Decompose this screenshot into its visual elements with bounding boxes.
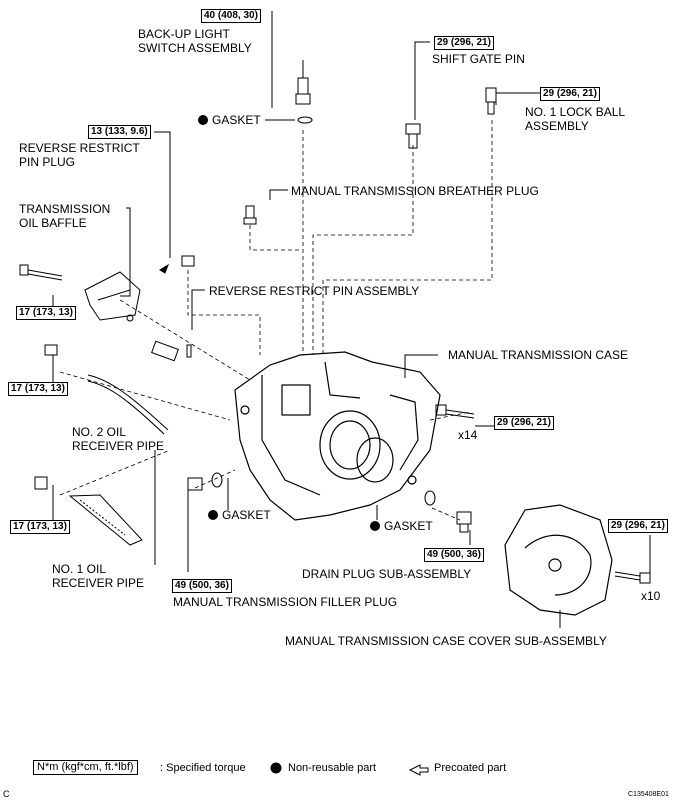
callout-gasket-top: GASKET (198, 113, 261, 127)
reverse-plug-part (159, 255, 195, 274)
breather-plug-part (243, 205, 257, 225)
nonreusable-dot-icon (208, 510, 218, 520)
lock-ball-part (485, 87, 497, 115)
torque-baffle-bolt: 17 (173, 13) (16, 306, 76, 320)
legend-precoated: Precoated part (434, 762, 507, 774)
callout-filler-plug: MANUAL TRANSMISSION FILLER PLUG (173, 595, 398, 609)
no2-oil-pipe-part (44, 344, 169, 435)
torque-no2-pipe-bolt: 17 (173, 13) (8, 382, 68, 396)
callout-reverse-restrict-pin: REVERSE RESTRICT PIN ASSEMBLY (209, 284, 420, 298)
torque-reverse-plug: 13 (133, 9.6) (88, 125, 151, 139)
nonreusable-dot-icon (370, 521, 380, 531)
callout-case-cover: MANUAL TRANSMISSION CASE COVER SUB-ASSEM… (285, 634, 607, 648)
legend-torque-unit: N*m (kgf*cm, ft.*lbf) (33, 760, 138, 775)
callout-gasket-left: GASKET (208, 508, 271, 522)
oil-baffle-part (84, 271, 141, 322)
legend-torque-desc: : Specified torque (160, 762, 246, 774)
torque-backup-switch: 40 (408, 30) (201, 9, 261, 23)
figure-id: C135408E01 (628, 791, 669, 798)
callout-drain-plug: DRAIN PLUG SUB-ASSEMBLY (302, 567, 472, 581)
baffle-bolt-part (19, 264, 63, 281)
callout-transmission-case: MANUAL TRANSMISSION CASE (448, 348, 629, 362)
transmission-case-part (234, 351, 441, 521)
assembly-lines (59, 120, 493, 521)
callout-lock-ball: NO. 1 LOCK BALL ASSEMBLY (525, 105, 626, 133)
filler-plug-part (187, 472, 223, 491)
torque-lock-ball: 29 (296, 21) (540, 87, 600, 101)
callout-reverse-restrict-pin-plug: REVERSE RESTRICT PIN PLUG (19, 141, 140, 169)
torque-filler-plug: 49 (500, 36) (172, 579, 232, 593)
torque-drain-plug: 49 (500, 36) (424, 548, 484, 562)
cover-bolt-part (614, 571, 651, 584)
legend-precoated-icon (408, 764, 429, 776)
case-cover-part (504, 504, 613, 616)
torque-no1-pipe-bolt: 17 (173, 13) (10, 520, 70, 534)
backup-light-switch-part (295, 60, 313, 124)
callout-shift-gate-pin: SHIFT GATE PIN (432, 52, 525, 66)
shift-gate-pin-part (405, 123, 421, 149)
no1-oil-pipe-part (34, 476, 143, 546)
leader-lines (52, 11, 651, 628)
callout-backup-light-switch: BACK-UP LIGHT SWITCH ASSEMBLY (138, 27, 252, 55)
corner-code: C (3, 789, 10, 799)
callout-qty-x14: x14 (458, 428, 478, 442)
case-bolt-part (435, 404, 475, 419)
callout-qty-x10: x10 (641, 589, 661, 603)
legend-nonreusable-dot (270, 762, 282, 774)
drain-plug-part (424, 490, 472, 533)
legend-nonreusable: Non-reusable part (288, 762, 377, 774)
callout-no2-oil-pipe: NO. 2 OIL RECEIVER PIPE (72, 425, 165, 453)
callout-gasket-mid: GASKET (370, 519, 433, 533)
callout-no1-oil-pipe: NO. 1 OIL RECEIVER PIPE (52, 562, 145, 590)
callout-oil-baffle: TRANSMISSION OIL BAFFLE (19, 202, 111, 230)
callout-breather-plug: MANUAL TRANSMISSION BREATHER PLUG (291, 184, 539, 198)
reverse-pin-part (151, 340, 192, 362)
torque-case-bolt: 29 (296, 21) (494, 416, 554, 430)
torque-cover-bolt: 29 (296, 21) (608, 519, 668, 533)
nonreusable-dot-icon (198, 115, 208, 125)
torque-shift-gate-pin: 29 (296, 21) (434, 36, 494, 50)
